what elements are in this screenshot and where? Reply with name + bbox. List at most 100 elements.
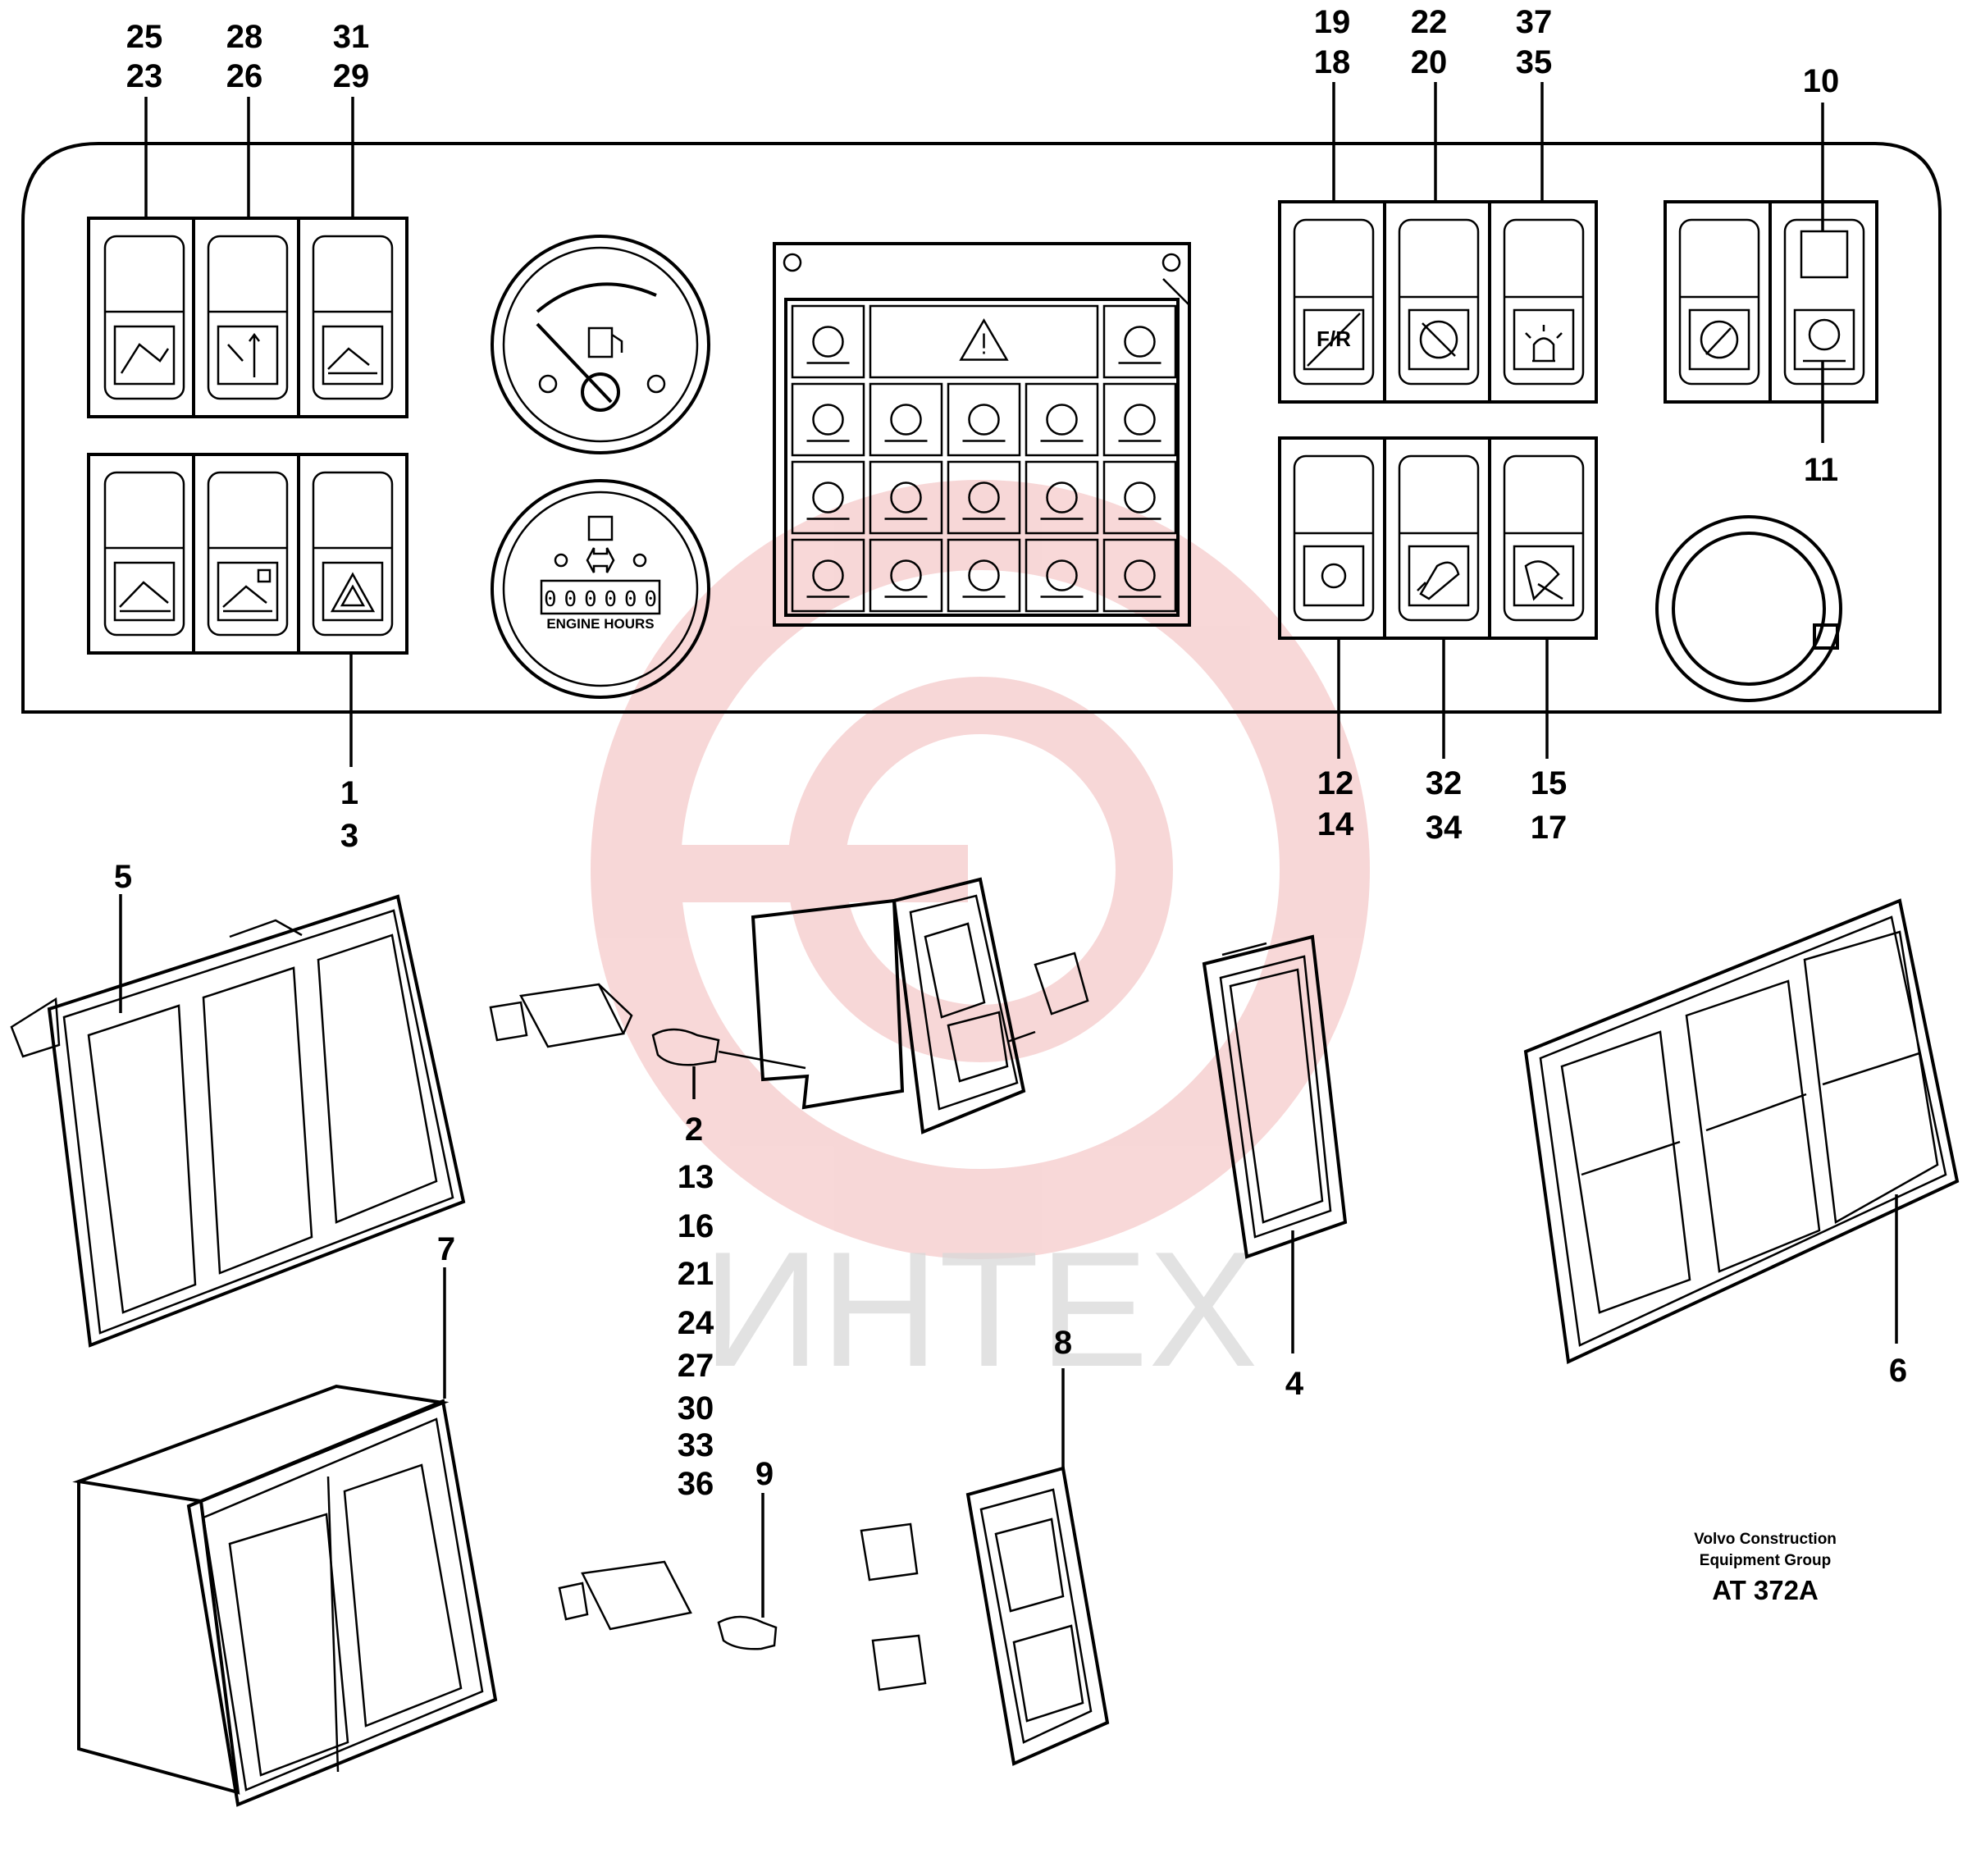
hours-digits: 000000 [544,587,657,612]
callout-18: 18 [1314,44,1351,80]
callout-16: 16 [678,1208,714,1244]
lamp-work-light-icon [1025,538,1099,613]
work-light-icon [1040,559,1084,598]
battery-icon [884,482,928,520]
lamp-engine-oil-icon [791,304,865,379]
steering-icon [1040,482,1084,520]
panel-callouts: 25 23 28 26 31 29 19 18 22 20 37 35 10 1… [126,4,1840,854]
fuel-pump-icon [587,326,623,358]
high-beam-icon [962,559,1006,598]
callout-28: 28 [226,19,263,55]
switch-block-right-bottom [1278,436,1598,640]
warning-lamp-panel [773,242,1191,627]
lamp-warning-triangle-icon [869,304,1099,379]
callout-12: 12 [1317,765,1354,801]
hazard-triangle-icon [330,572,376,613]
switch-work-light-rear [1503,454,1585,622]
differential-lock-icon [1118,559,1161,598]
lamp-steering-warning-icon [1025,382,1099,457]
switch-steering [1678,218,1760,386]
connector-and-bulb-top [489,983,806,1099]
switch-ripper-up [103,235,185,400]
switch-ripper-lock [207,235,289,400]
engine-oil-icon [806,326,850,364]
lamp-oil-temp-icon [1102,382,1177,457]
fuel-gauge [491,235,710,454]
callout-33: 33 [678,1427,714,1463]
switch-block-left-bottom [87,453,408,655]
rocker-switch-center [751,877,1089,1134]
callout-30: 30 [678,1390,714,1426]
callout-1: 1 [340,775,358,811]
switch-block-right-top: F/R [1278,200,1598,404]
lamp-high-beam-icon [947,538,1021,613]
lamp-transmission-oil-icon [1102,304,1177,379]
work-light-rear-icon [1524,560,1563,601]
beacon-icon [1525,325,1563,363]
fr-icon-label: F/R [1317,326,1351,351]
callout-23: 23 [126,58,163,94]
callout-13: 13 [678,1159,714,1195]
switch-forward-reverse: F/R [1293,218,1375,386]
callout-17: 17 [1531,810,1568,846]
ripper-icon [120,343,170,374]
switch-work-light-front [1398,454,1480,622]
engine-hours-meter: 000000 ENGINE HOURS [491,479,710,699]
callout-25: 25 [126,19,163,55]
coolant-temp-icon [806,404,850,442]
switch-transmission-disengage [1398,218,1480,386]
callout-26: 26 [226,58,263,94]
part-8-indicator-frame [860,1368,1110,1766]
lamp-steering-icon [1025,460,1099,535]
lamp-axle-temp-icon [1102,460,1177,535]
lamp-coolant-temp-icon [791,382,865,457]
part-6-triple-rocker [1523,898,1960,1364]
oil-gear-icon [1808,318,1841,351]
callout-27: 27 [678,1348,714,1384]
gear-icon [1419,320,1458,359]
callout-2: 2 [685,1111,703,1148]
work-light-icon [1417,561,1460,600]
callout-36: 36 [678,1466,714,1502]
part-4-single-frame [1202,934,1348,1353]
switch-blade-lock [207,471,289,637]
callout-11: 11 [1804,452,1838,488]
callout-19: 19 [1314,4,1351,40]
callout-22: 22 [1411,4,1448,40]
switch-cab-light [1293,454,1375,622]
switch-hazard [312,471,394,637]
brake-pressure-icon [884,404,928,442]
callout-10: 10 [1803,63,1840,99]
callout-29: 29 [333,58,370,94]
figure-code: AT 372A [1712,1575,1819,1605]
callout-37: 37 [1516,4,1553,40]
lamp-beacon-icon [869,538,943,613]
preheat-icon [806,559,850,598]
dashboard-panel: 000000 ENGINE HOURS F/R [21,82,1942,767]
warning-triangle-icon [959,318,1009,361]
parking-brake-icon [962,404,1006,442]
lamp-battery-icon [869,460,943,535]
callout-32: 32 [1426,765,1463,801]
callout-7: 7 [437,1231,455,1267]
lamp-turbo-icon [791,460,865,535]
switch-block-left-top [87,217,408,418]
watermark-gear-icon [591,480,1370,1259]
callout-35: 35 [1516,44,1553,80]
blade-lock-icon [222,585,272,613]
credit-line-1: Volvo Construction [1694,1531,1837,1548]
steering-warning-icon [1040,404,1084,442]
callout-20: 20 [1411,44,1448,80]
callout-24: 24 [678,1305,714,1341]
switch-diff-lock [1783,218,1865,386]
oil-temp-icon [1118,404,1161,442]
part-7-double-frame [72,1267,498,1807]
transmission-oil-icon [1118,326,1161,364]
lamp-parking-brake-icon [947,382,1021,457]
callout-31: 31 [333,19,370,55]
switch-float [312,235,394,400]
callout-3: 3 [340,818,358,854]
callout-5: 5 [114,859,132,895]
